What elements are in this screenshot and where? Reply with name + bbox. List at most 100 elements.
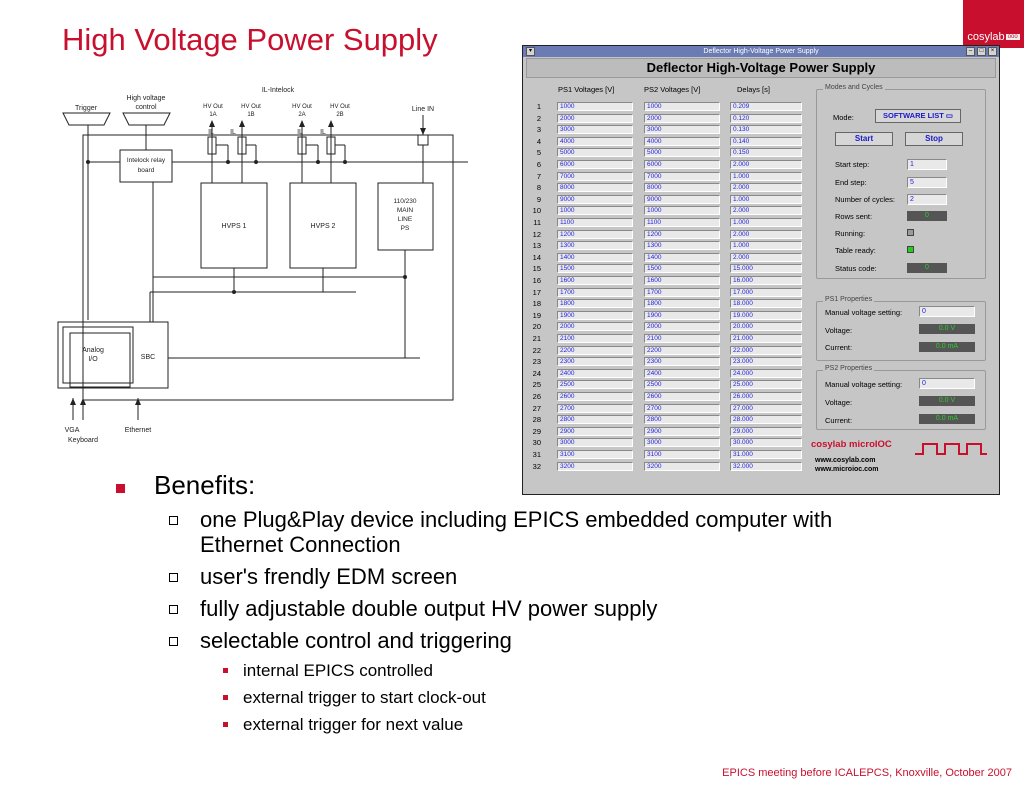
ps1-voltage-cell[interactable]: 9000	[557, 194, 633, 204]
ps1-voltage-cell[interactable]: 1100	[557, 218, 633, 227]
delay-cell[interactable]: 0.120	[730, 113, 802, 123]
delay-cell[interactable]: 32.000	[730, 461, 802, 471]
ps2-voltage-cell[interactable]: 3100	[644, 450, 720, 459]
ps2-voltage-cell[interactable]: 1100	[644, 218, 720, 227]
delay-cell[interactable]: 16.000	[730, 276, 802, 285]
delay-cell[interactable]: 23.000	[730, 357, 802, 367]
delay-cell[interactable]: 15.000	[730, 264, 802, 274]
ps2-voltage-cell[interactable]: 2000	[644, 322, 720, 332]
ps2-voltage-cell[interactable]: 2000	[644, 113, 720, 123]
ps1-voltage-cell[interactable]: 1400	[557, 252, 633, 262]
ps2-voltage-cell[interactable]: 5000	[644, 148, 720, 158]
ps1-voltage-cell[interactable]: 8000	[557, 183, 633, 193]
ps2-voltage-cell[interactable]: 2200	[644, 345, 720, 355]
ps2-voltage-cell[interactable]: 1000	[644, 102, 720, 111]
ps2-voltage-cell[interactable]: 1300	[644, 241, 720, 251]
ps2-voltage-cell[interactable]: 3000	[644, 438, 720, 448]
delay-cell[interactable]: 2.000	[730, 183, 802, 193]
ps1-voltage-cell[interactable]: 5000	[557, 148, 633, 158]
ps1-voltage-cell[interactable]: 3000	[557, 125, 633, 135]
delay-cell[interactable]: 2.000	[730, 229, 802, 239]
ps1-voltage-cell[interactable]: 2900	[557, 426, 633, 436]
ps1-voltage-cell[interactable]: 2500	[557, 380, 633, 390]
ps2-manual-input[interactable]: 0	[919, 378, 975, 389]
ps1-voltage-cell[interactable]: 3000	[557, 438, 633, 448]
ps2-voltage-cell[interactable]: 2800	[644, 415, 720, 425]
delay-cell[interactable]: 29.000	[730, 426, 802, 436]
ps2-voltage-cell[interactable]: 1700	[644, 287, 720, 297]
delay-cell[interactable]: 22.000	[730, 345, 802, 355]
url-microioc[interactable]: www.microioc.com	[815, 466, 879, 473]
delay-cell[interactable]: 0.150	[730, 148, 802, 158]
ps1-voltage-cell[interactable]: 2700	[557, 403, 633, 413]
start-button[interactable]: Start	[835, 132, 893, 146]
delay-cell[interactable]: 28.000	[730, 415, 802, 425]
delay-cell[interactable]: 2.000	[730, 252, 802, 262]
ps2-voltage-cell[interactable]: 1200	[644, 229, 720, 239]
ps2-voltage-cell[interactable]: 6000	[644, 160, 720, 169]
ps2-voltage-cell[interactable]: 1600	[644, 276, 720, 285]
delay-cell[interactable]: 25.000	[730, 380, 802, 390]
delay-cell[interactable]: 17.000	[730, 287, 802, 297]
delay-cell[interactable]: 20.000	[730, 322, 802, 332]
ps2-voltage-cell[interactable]: 8000	[644, 183, 720, 193]
delay-cell[interactable]: 19.000	[730, 310, 802, 320]
delay-cell[interactable]: 21.000	[730, 334, 802, 343]
ps1-voltage-cell[interactable]: 1000	[557, 206, 633, 216]
delay-cell[interactable]: 24.000	[730, 368, 802, 378]
delay-cell[interactable]: 1.000	[730, 171, 802, 181]
ps1-voltage-cell[interactable]: 1000	[557, 102, 633, 111]
end-step-input[interactable]: 5	[907, 177, 947, 188]
ps1-voltage-cell[interactable]: 1900	[557, 310, 633, 320]
window-titlebar[interactable]: ▾ Deflector High-Voltage Power Supply – …	[523, 46, 999, 57]
close-icon[interactable]: ×	[988, 47, 997, 56]
ps1-voltage-cell[interactable]: 3100	[557, 450, 633, 459]
delay-cell[interactable]: 0.209	[730, 102, 802, 111]
ps2-voltage-cell[interactable]: 2500	[644, 380, 720, 390]
window-menu-icon[interactable]: ▾	[526, 47, 535, 56]
ps1-manual-input[interactable]: 0	[919, 306, 975, 317]
minimize-icon[interactable]: –	[966, 47, 975, 56]
ps2-voltage-cell[interactable]: 1800	[644, 299, 720, 309]
ps1-voltage-cell[interactable]: 2000	[557, 113, 633, 123]
ps1-voltage-cell[interactable]: 1600	[557, 276, 633, 285]
delay-cell[interactable]: 1.000	[730, 241, 802, 251]
ps2-voltage-cell[interactable]: 2400	[644, 368, 720, 378]
ps1-voltage-cell[interactable]: 2300	[557, 357, 633, 367]
delay-cell[interactable]: 1.000	[730, 194, 802, 204]
start-step-input[interactable]: 1	[907, 159, 947, 170]
ps2-voltage-cell[interactable]: 2700	[644, 403, 720, 413]
ps2-voltage-cell[interactable]: 1900	[644, 310, 720, 320]
stop-button[interactable]: Stop	[905, 132, 963, 146]
ps1-voltage-cell[interactable]: 2000	[557, 322, 633, 332]
ps1-voltage-cell[interactable]: 2600	[557, 392, 633, 401]
ps2-voltage-cell[interactable]: 9000	[644, 194, 720, 204]
ps1-voltage-cell[interactable]: 1700	[557, 287, 633, 297]
ps2-voltage-cell[interactable]: 3200	[644, 461, 720, 471]
ps1-voltage-cell[interactable]: 7000	[557, 171, 633, 181]
ps1-voltage-cell[interactable]: 1500	[557, 264, 633, 274]
ps2-voltage-cell[interactable]: 1000	[644, 206, 720, 216]
delay-cell[interactable]: 31.000	[730, 450, 802, 459]
delay-cell[interactable]: 2.000	[730, 160, 802, 169]
ps2-voltage-cell[interactable]: 2300	[644, 357, 720, 367]
ps1-voltage-cell[interactable]: 2200	[557, 345, 633, 355]
cycles-input[interactable]: 2	[907, 194, 947, 205]
ps2-voltage-cell[interactable]: 2100	[644, 334, 720, 343]
ps1-voltage-cell[interactable]: 1800	[557, 299, 633, 309]
ps2-voltage-cell[interactable]: 7000	[644, 171, 720, 181]
ps2-voltage-cell[interactable]: 2600	[644, 392, 720, 401]
ps1-voltage-cell[interactable]: 4000	[557, 136, 633, 146]
ps2-voltage-cell[interactable]: 2900	[644, 426, 720, 436]
delay-cell[interactable]: 30.000	[730, 438, 802, 448]
ps2-voltage-cell[interactable]: 3000	[644, 125, 720, 135]
ps1-voltage-cell[interactable]: 1200	[557, 229, 633, 239]
delay-cell[interactable]: 0.130	[730, 125, 802, 135]
ps1-voltage-cell[interactable]: 2400	[557, 368, 633, 378]
delay-cell[interactable]: 2.000	[730, 206, 802, 216]
delay-cell[interactable]: 18.000	[730, 299, 802, 309]
ps1-voltage-cell[interactable]: 6000	[557, 160, 633, 169]
ps1-voltage-cell[interactable]: 3200	[557, 461, 633, 471]
delay-cell[interactable]: 26.000	[730, 392, 802, 401]
ps1-voltage-cell[interactable]: 2800	[557, 415, 633, 425]
